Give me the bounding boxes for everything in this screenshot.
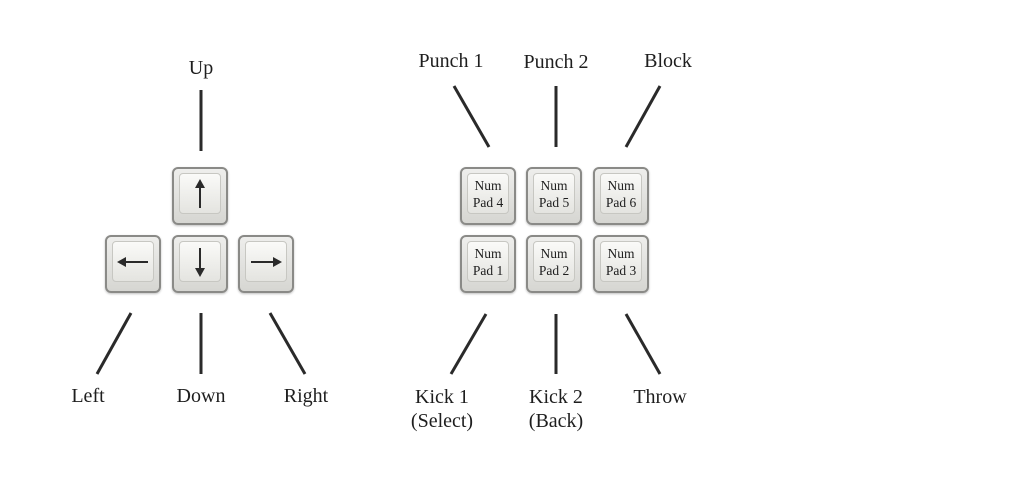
key-line2: Pad 4 <box>472 194 504 210</box>
label-left: Left <box>71 385 105 407</box>
key-line2: Pad 5 <box>538 194 570 210</box>
key-left[interactable] <box>105 235 161 293</box>
key-line1: Num <box>474 177 502 193</box>
arrow-right-icon <box>251 256 282 267</box>
key-line2: Pad 1 <box>472 262 504 278</box>
key-line1: Num <box>540 245 568 261</box>
arrow-down-icon <box>195 247 205 277</box>
label-throw: Throw <box>633 386 687 408</box>
key-line2: Pad 3 <box>605 262 637 278</box>
key-line1: Num <box>607 177 635 193</box>
arrow-up-icon <box>195 178 205 208</box>
label-block: Block <box>644 50 692 72</box>
key-line1: Num <box>540 177 568 193</box>
label-right: Right <box>283 385 329 407</box>
label-kick2-line1: Kick 2 <box>529 386 583 408</box>
label-kick1-line1: Kick 1 <box>415 386 469 408</box>
label-punch1: Punch 1 <box>418 50 484 72</box>
label-up: Up <box>188 57 214 79</box>
key-line2: Pad 6 <box>605 194 637 210</box>
leader-right <box>268 312 307 375</box>
key-right[interactable] <box>238 235 294 293</box>
label-kick1: Kick 1 (Select) <box>411 385 473 433</box>
leader-kick1 <box>449 313 488 375</box>
label-punch2: Punch 2 <box>523 51 589 73</box>
leader-block <box>624 85 662 148</box>
label-down: Down <box>176 385 226 407</box>
label-kick1-line2: (Select) <box>410 410 474 432</box>
label-kick2: Kick 2 (Back) <box>529 385 583 433</box>
leader-left <box>95 312 133 375</box>
key-up[interactable] <box>172 167 228 225</box>
arrow-left-icon <box>117 256 148 267</box>
key-down[interactable] <box>172 235 228 293</box>
label-kick2-line2: (Back) <box>528 410 584 432</box>
leader-throw <box>624 313 662 375</box>
key-line2: Pad 2 <box>538 262 570 278</box>
leader-punch1 <box>452 85 491 148</box>
key-line1: Num <box>474 245 502 261</box>
key-line1: Num <box>607 245 635 261</box>
